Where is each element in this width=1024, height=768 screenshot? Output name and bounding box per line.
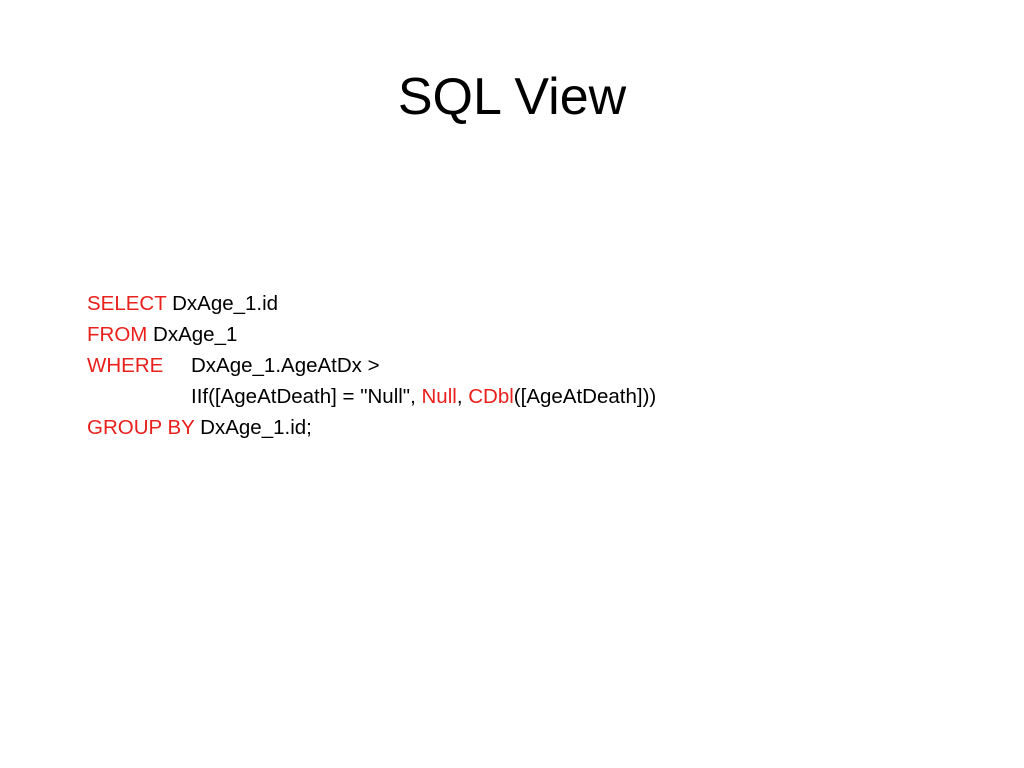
sql-keyword-null: Null: [421, 385, 457, 408]
sql-keyword-select: SELECT: [87, 292, 167, 315]
sql-text: DxAge_1.AgeAtDx >: [191, 354, 380, 377]
sql-line-group-by: GROUP BY DxAge_1.id;: [87, 412, 656, 443]
slide-title: SQL View: [397, 68, 627, 126]
sql-text: ([AgeAtDeath])): [513, 385, 657, 408]
sql-line-from: FROM DxAge_1: [87, 319, 656, 350]
sql-text: DxAge_1.id;: [194, 416, 312, 439]
sql-code-block: SELECT DxAge_1.id FROM DxAge_1 WHERE DxAg…: [87, 288, 656, 443]
sql-text: ,: [456, 385, 469, 408]
sql-keyword-group-by: GROUP BY: [87, 416, 195, 439]
sql-keyword-from: FROM: [87, 323, 148, 346]
sql-keyword-cdbl: CDbl: [468, 385, 514, 408]
sql-line-select: SELECT DxAge_1.id: [87, 288, 656, 319]
sql-text: DxAge_1.id: [166, 292, 279, 315]
sql-line-iif: IIf([AgeAtDeath] = "Null", Null, CDbl([A…: [87, 381, 656, 412]
sql-text: DxAge_1: [147, 323, 238, 346]
sql-line-where: WHERE DxAge_1.AgeAtDx >: [87, 350, 656, 381]
sql-text: IIf([AgeAtDeath] = "Null",: [191, 385, 422, 408]
sql-keyword-where: WHERE: [87, 354, 164, 377]
